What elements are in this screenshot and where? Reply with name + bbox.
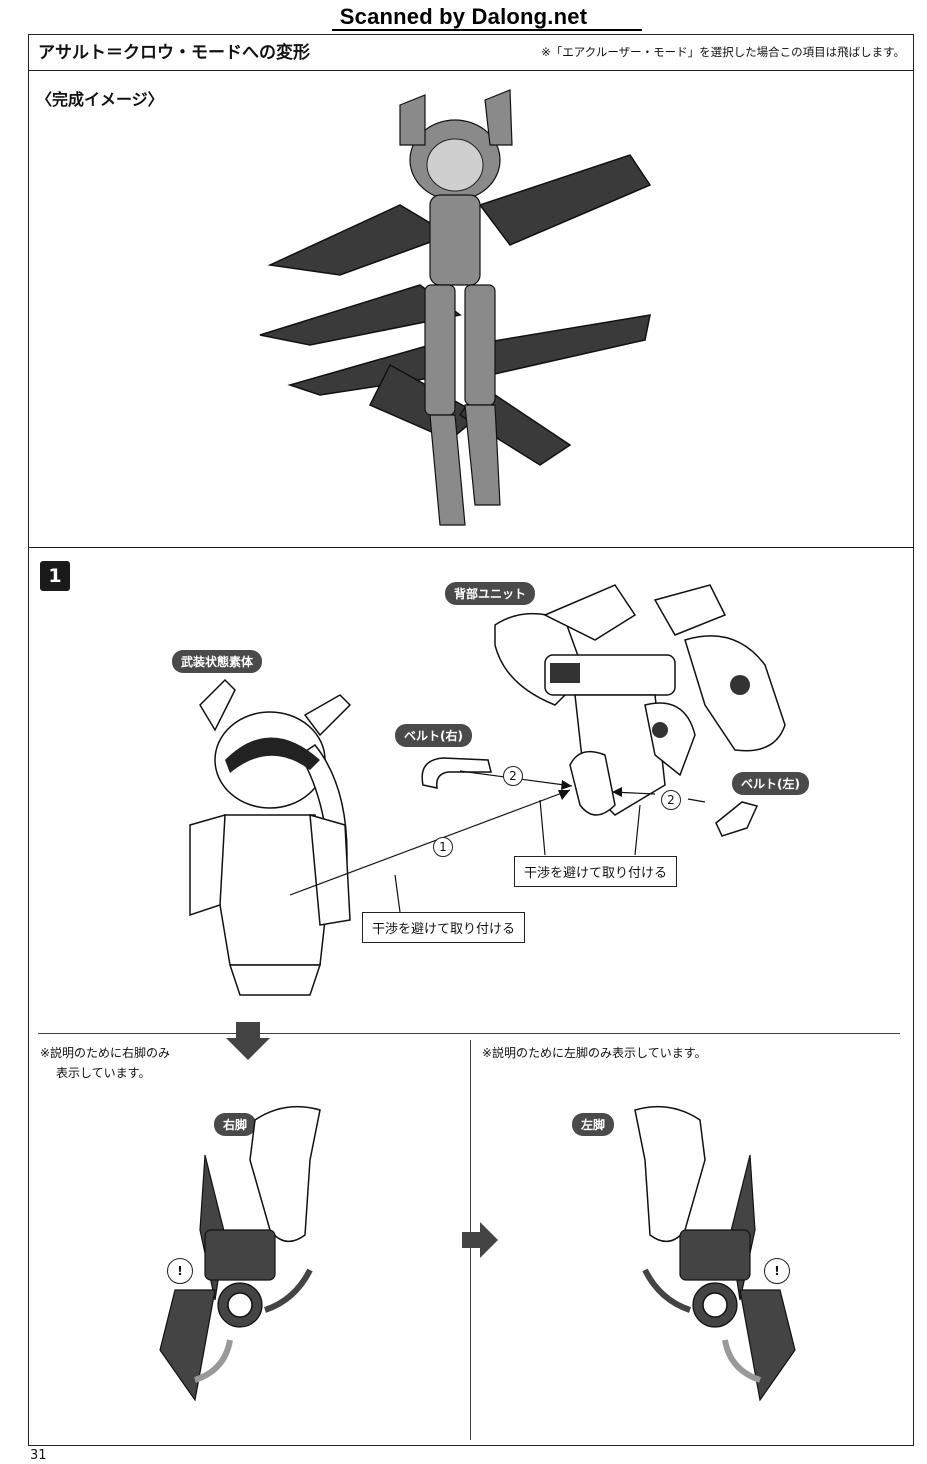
belt-right-part [421,757,492,789]
armed-body-illustration [189,678,352,996]
watermark-underline [332,29,642,31]
belt-right-label: ベルト(右) [395,724,472,747]
section-divider [28,547,914,548]
right-leg-note-line2: 表示しています。 [56,1066,151,1080]
leg-section-divider [38,1033,900,1034]
step-1-marker: 1 [433,837,453,857]
avoid-interference-note-lower: 干渉を避けて取り付ける [362,912,526,943]
back-unit-illustration [494,584,786,816]
step-2-marker-left: 2 [661,790,681,810]
down-arrow-icon [226,1022,270,1060]
header-divider [28,70,914,71]
right-leg-illustration [159,1105,321,1402]
completion-image-title: 〈完成イメージ〉 [36,90,164,109]
skip-note: ※「エアクルーザー・モード」を選択した場合この項目は飛ばします。 [541,45,905,59]
right-leg-label: 右脚 [214,1113,257,1136]
warning-icon-left-leg: ! [764,1258,790,1284]
left-leg-label: 左脚 [572,1113,615,1136]
armed-body-label: 武装状態素体 [172,650,263,673]
left-leg-note: ※説明のために左脚のみ表示しています。 [482,1046,707,1060]
left-leg-illustration [634,1105,796,1402]
right-leg-note-line1: ※説明のために右脚のみ [40,1046,171,1060]
step-2-marker-right: 2 [503,766,523,786]
belt-left-label: ベルト(左) [732,772,809,795]
page-frame [28,34,914,1446]
right-arrow-icon [462,1222,498,1258]
section-title: アサルト＝クロウ・モードへの変形 [38,43,310,63]
watermark: Scanned by Dalong.net [339,4,588,29]
step-number-badge: 1 [40,561,70,591]
warning-icon-right-leg: ! [167,1258,193,1284]
completed-figure-illustration [259,89,652,526]
avoid-interference-note-upper: 干渉を避けて取り付ける [514,856,678,887]
page-number: 31 [30,1448,47,1463]
back-unit-label: 背部ユニット [445,582,536,605]
belt-left-part [715,801,759,837]
